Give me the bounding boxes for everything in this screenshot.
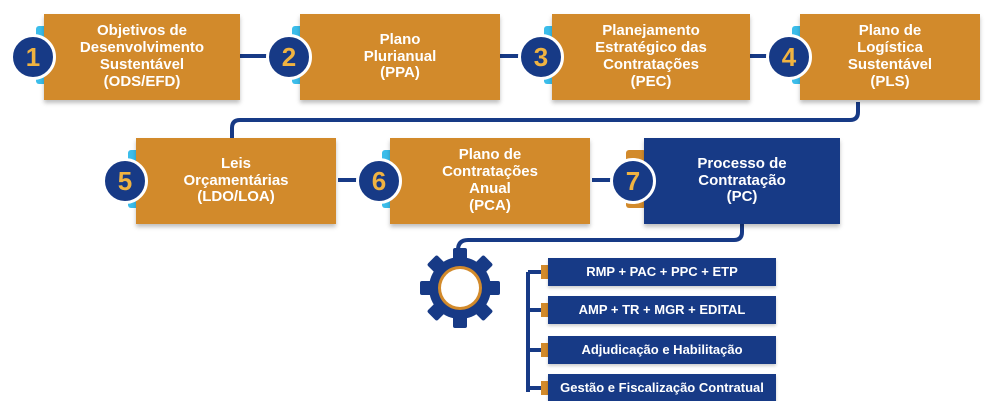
connector-7-gear [456,224,744,258]
subprocess-1-tab [541,265,550,279]
subprocess-4: Gestão e Fiscalização Contratual [548,374,776,401]
step-4-badge: 4 [766,34,812,80]
step-7-line: Processo de [697,154,787,172]
step-7-box: Processo de Contratação (PC) [644,138,840,224]
step-1-line: Desenvolvimento [79,39,205,57]
subprocess-2: AMP + TR + MGR + EDITAL [548,296,776,324]
step-3-box: Planejamento Estratégico das Contrataçõe… [552,14,750,100]
step-2-box: Plano Plurianual (PPA) [300,14,500,100]
subprocess-3-tab [541,343,550,357]
step-3-line: Planejamento [602,22,700,40]
step-1-box: Objetivos de Desenvolvimento Sustentável… [44,14,240,100]
step-1-line: (ODS/EFD) [103,72,181,90]
step-5-line: Leis [220,154,251,172]
step-6-badge: 6 [356,158,402,204]
step-7-badge: 7 [610,158,656,204]
step-1-badge: 1 [10,34,56,80]
step-6-line: (PCA) [469,196,511,214]
step-2-line: Plurianual [363,47,437,65]
step-5-badge: 5 [102,158,148,204]
step-3-line: (PEC) [630,72,672,90]
step-6-line: Contratações [442,163,538,181]
subprocess-3: Adjudicação e Habilitação [548,336,776,364]
step-6-line: Anual [469,180,511,197]
step-4-line: Plano de [858,22,922,40]
step-1-line: Objetivos de [96,22,188,40]
step-7-line: Contratação [698,171,786,189]
step-5-line: (LDO/LOA) [197,188,275,206]
step-4-line: Sustentável [847,56,933,73]
connector-4-5 [230,102,860,152]
subprocess-1: RMP + PAC + PPC + ETP [548,258,776,286]
step-5-line: Orçamentárias [183,171,289,189]
step-7-line: (PC) [726,188,758,206]
step-2-line: (PPA) [380,64,420,82]
subprocess-4-tab [541,381,550,395]
step-4-box: Plano de Logística Sustentável (PLS) [800,14,980,100]
step-5-box: Leis Orçamentárias (LDO/LOA) [136,138,336,224]
step-4-line: (PLS) [870,72,910,90]
step-6-line: Plano de [458,146,522,164]
step-3-badge: 3 [518,34,564,80]
gear-icon [420,248,500,328]
step-1-line: Sustentável [99,56,185,73]
step-2-badge: 2 [266,34,312,80]
step-6-box: Plano de Contratações Anual (PCA) [390,138,590,224]
step-3-line: Contratações [603,56,699,73]
step-2-line: Plano [379,30,421,48]
subprocess-2-tab [541,303,550,317]
step-3-line: Estratégico das [595,39,707,57]
step-4-line: Logística [857,39,923,57]
